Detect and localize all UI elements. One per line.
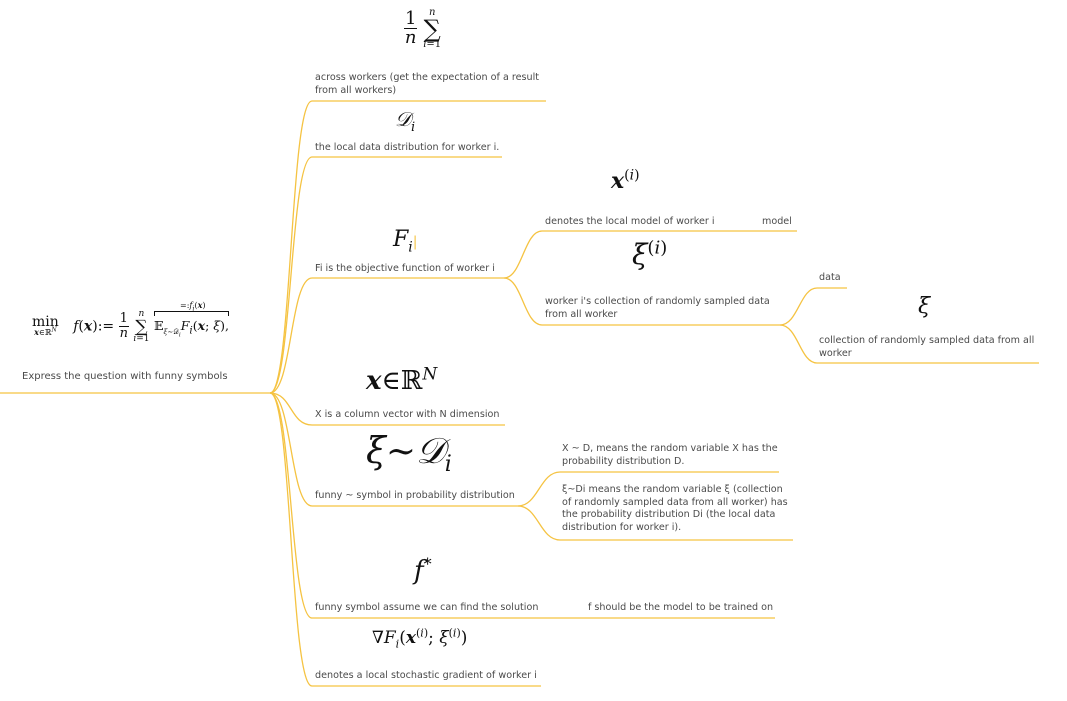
data-label[interactable]: data <box>819 272 841 283</box>
edge-xrn <box>269 392 505 426</box>
xrn-formula: x∈ℝN <box>366 364 438 396</box>
edge-ksi-i <box>503 277 780 326</box>
edge-xd <box>517 471 779 507</box>
ksi-i-formula: ξ(i) <box>632 237 668 271</box>
xi-formula: x(i) <box>611 167 640 194</box>
edge-grad <box>269 392 541 687</box>
edge-ksi-d <box>269 392 518 507</box>
di-label[interactable]: the local data distribution for worker i… <box>315 142 500 153</box>
di-formula: 𝒟i <box>395 107 416 135</box>
edge-ksidi <box>517 505 793 541</box>
fstar-label[interactable]: funny symbol assume we can find the solu… <box>315 602 539 613</box>
xrn-label[interactable]: X is a column vector with N dimension <box>315 409 500 420</box>
edge-sum <box>269 100 546 394</box>
grad-label[interactable]: denotes a local stochastic gradient of w… <box>315 670 537 681</box>
sum-label[interactable]: across workers (get the expectation of a… <box>315 72 540 96</box>
edge-di <box>269 156 502 394</box>
ksi-d-formula: ξ∼𝒟i <box>366 431 452 478</box>
model-label[interactable]: model <box>762 216 792 227</box>
xd-label[interactable]: X ~ D, means the random variable X has t… <box>562 443 778 467</box>
fi-formula: Fi| <box>393 227 418 256</box>
fmodel-label[interactable]: f should be the model to be trained on <box>588 602 774 613</box>
edge-data <box>779 287 847 326</box>
edge-fi <box>269 277 504 394</box>
ksi-i-label[interactable]: worker i's collection of randomly sample… <box>545 296 770 320</box>
ksi-d-label[interactable]: funny ~ symbol in probability distributi… <box>315 490 515 501</box>
edge-ksi <box>779 324 1039 364</box>
edge-fstar <box>269 392 542 619</box>
fi-label[interactable]: Fi is the objective function of worker i <box>315 263 495 274</box>
xi-label[interactable]: denotes the local model of worker i <box>545 216 715 227</box>
ksidi-label[interactable]: ξ~Di means the random variable ξ (collec… <box>562 484 788 533</box>
grad-formula: ∇Fi(x(i); ξ(i)) <box>372 626 468 651</box>
fstar-formula: f* <box>414 554 432 586</box>
root-label[interactable]: Express the question with funny symbols <box>22 371 228 382</box>
ksi-label[interactable]: collection of randomly sampled data from… <box>819 335 1035 359</box>
ksi-formula: ξ <box>918 294 931 319</box>
edge-xi <box>503 230 797 279</box>
